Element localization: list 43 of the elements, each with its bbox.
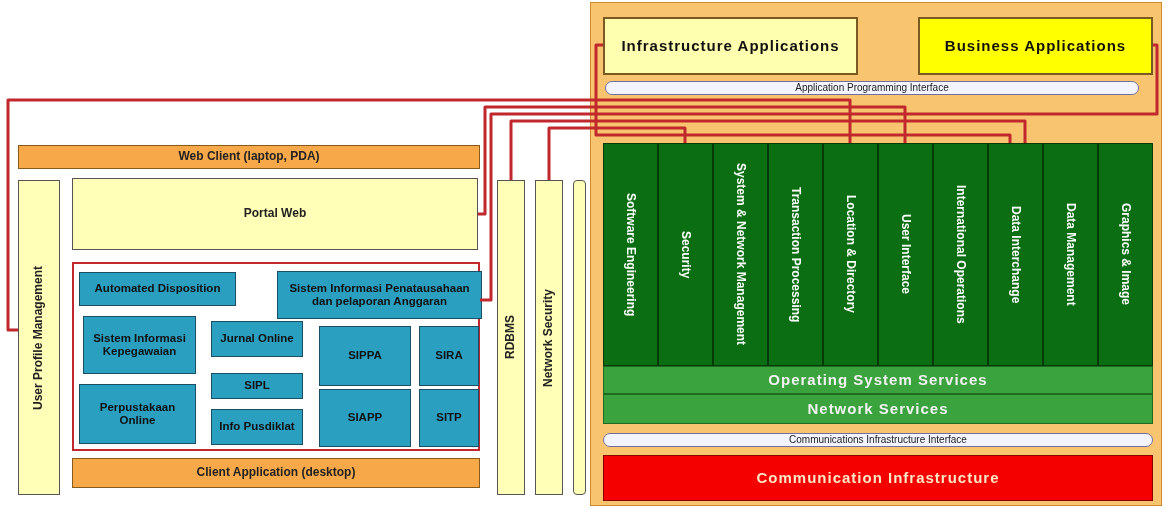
application-box: Infrastructure Applications [603, 17, 858, 75]
app-box: Automated Disposition [79, 272, 236, 306]
app-box: SIPL [211, 373, 303, 399]
service-column: Data Management [1043, 143, 1098, 366]
vertical-bar: User Profile Management [18, 180, 60, 495]
vertical-bar [573, 180, 586, 495]
layer-bar: Web Client (laptop, PDA) [18, 145, 480, 169]
app-box: Jurnal Online [211, 321, 303, 357]
app-box: SITP [419, 389, 479, 447]
connector-line [6, 98, 852, 332]
interface-pill: Application Programming Interface [605, 81, 1139, 95]
service-column: System & Network Management [713, 143, 768, 366]
connector-line [480, 43, 1159, 302]
layer-bar: Client Application (desktop) [72, 458, 480, 488]
infrastructure-band: Communication Infrastructure [603, 455, 1153, 501]
app-box: SIPPA [319, 326, 411, 386]
group-frame [72, 262, 480, 451]
service-band: Operating System Services [603, 366, 1153, 394]
service-column: User Interface [878, 143, 933, 366]
service-column: Software Engineering [603, 143, 658, 366]
service-column: Transaction Processing [768, 143, 823, 366]
portal-box: Portal Web [72, 178, 478, 250]
service-band: Network Services [603, 394, 1153, 424]
service-column: Location & Directory [823, 143, 878, 366]
application-box: Business Applications [918, 17, 1153, 75]
app-box: Sistem Informasi Kepegawaian [83, 316, 196, 374]
interface-pill: Communications Infrastructure Interface [603, 433, 1153, 447]
app-box: Info Pusdiklat [211, 409, 303, 445]
app-box: SIRA [419, 326, 479, 386]
app-box: SIAPP [319, 389, 411, 447]
connector-line [478, 105, 907, 216]
connector-line [547, 126, 687, 180]
vertical-bar: Network Security [535, 180, 563, 495]
service-column: Security [658, 143, 713, 366]
service-column: Graphics & Image [1098, 143, 1153, 366]
panel [590, 2, 1162, 506]
connector-line [509, 119, 1027, 180]
service-column: International Operations [933, 143, 988, 366]
vertical-bar: RDBMS [497, 180, 525, 495]
service-column: Data Interchange [988, 143, 1043, 366]
app-box: Sistem Informasi Penatausahaan dan pelaporan Anggaran [277, 271, 482, 319]
connector-line [594, 43, 1012, 143]
app-box: Perpustakaan Online [79, 384, 196, 444]
